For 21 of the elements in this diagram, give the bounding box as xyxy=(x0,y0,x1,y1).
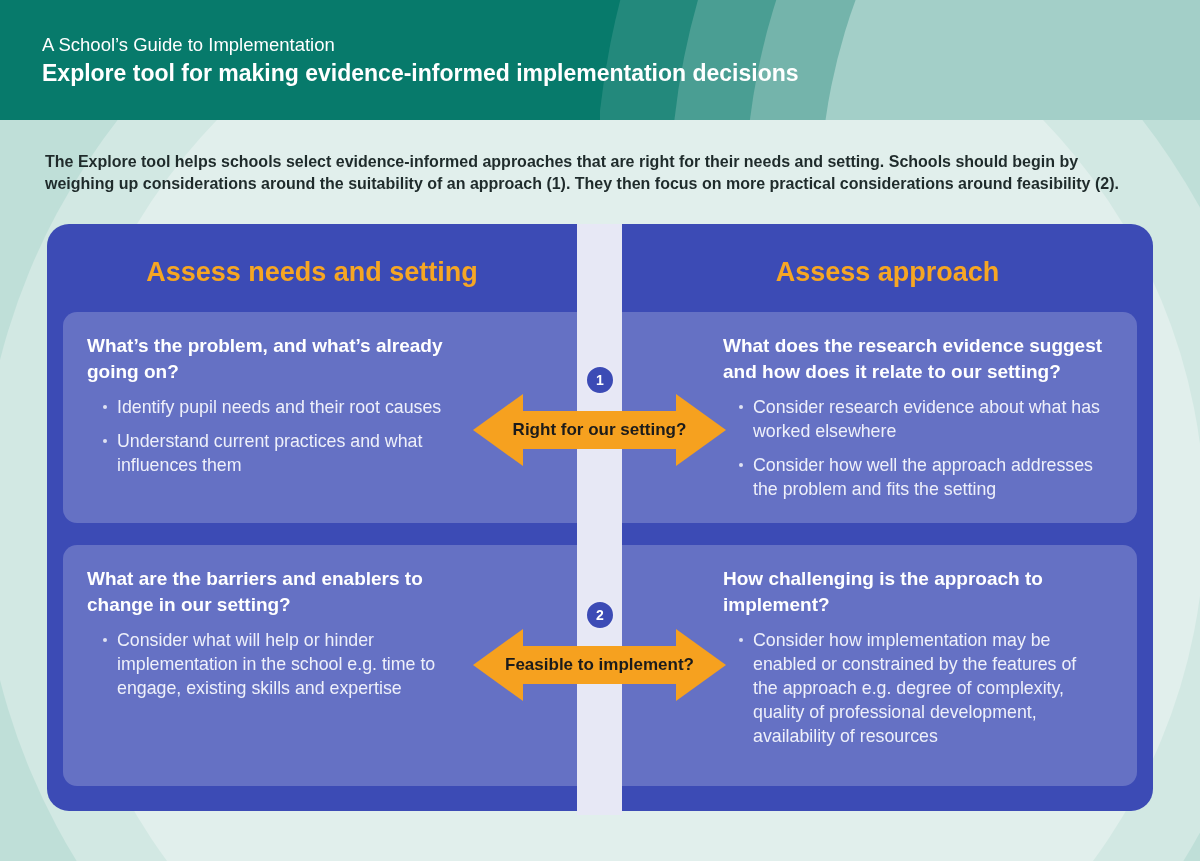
bullet-text: Consider how implementation may be enabled or constrained by the features of the approach e.g. degree of complexity, quality of professional development, availability of resources xyxy=(753,629,1078,748)
edge-label: Feasible to implement? xyxy=(505,655,694,675)
panel-heading: Assess needs and setting xyxy=(146,256,478,289)
bullet-text: Identify pupil needs and their root causes xyxy=(117,396,443,419)
question-heading: What are the barriers and enablers to change in our setting? xyxy=(87,567,424,617)
edge-label: Right for our setting? xyxy=(512,420,687,440)
question-heading: What does the research evidence suggest and how does it relate to our setting? xyxy=(723,334,1104,384)
question-card xyxy=(622,312,1137,523)
bullet-text: Understand current practices and what influences them xyxy=(117,430,424,477)
bullet-text: Consider how well the approach addresses the problem and fits the setting xyxy=(753,454,1094,501)
bullet-text: Consider research evidence about what has worked elsewhere xyxy=(753,396,1101,443)
panel-heading: Assess approach xyxy=(775,256,1000,289)
intro-paragraph: The Explore tool helps schools select evidence-informed approaches that are right for their needs and setting. Schools should begin by weighing up considerations around the suitability of an approach (1). They then focus on more practical considerations around feasibility (2). xyxy=(45,152,1120,194)
diagram-title: Explore tool for making evidence-informed implementation decisions xyxy=(42,59,799,88)
question-heading: What’s the problem, and what’s already going on? xyxy=(87,334,444,384)
double-arrow xyxy=(473,394,726,466)
double-arrow xyxy=(473,629,726,701)
question-card xyxy=(63,545,577,786)
subtitle: A School’s Guide to Implementation xyxy=(42,33,335,57)
bullet-text: Consider what will help or hinder implementation in the school e.g. time to engage, existing skills and expertise xyxy=(117,629,437,700)
question-heading: How challenging is the approach to implement? xyxy=(723,567,1044,617)
